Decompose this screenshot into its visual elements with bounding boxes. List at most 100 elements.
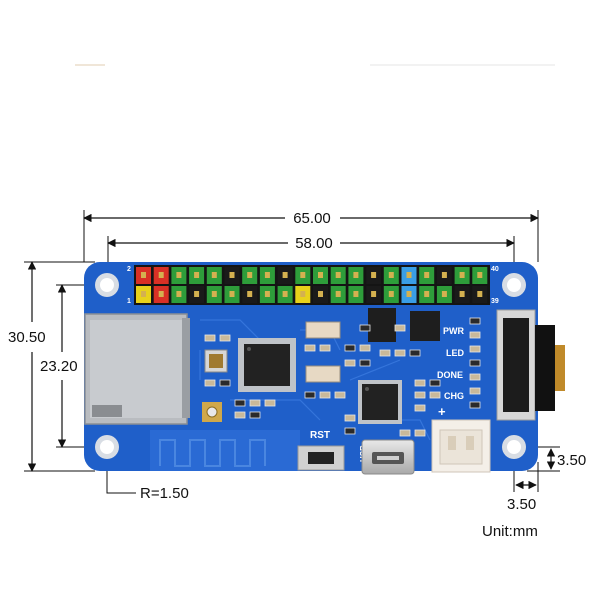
pwr-label: PWR bbox=[443, 326, 464, 336]
bottom-pin-8-contact bbox=[264, 291, 270, 297]
pcb-antenna-area bbox=[150, 430, 300, 471]
smd-component-3 bbox=[359, 344, 371, 352]
smd-component-4 bbox=[359, 359, 371, 367]
smd-component-21 bbox=[414, 391, 426, 399]
usb-controller-chip bbox=[358, 380, 402, 424]
pin-label-40: 40 bbox=[491, 266, 499, 273]
mcu-chip bbox=[238, 338, 296, 392]
smd-component-31 bbox=[219, 379, 231, 387]
top-pin-16-contact bbox=[406, 272, 412, 278]
smd-component-29 bbox=[264, 399, 276, 407]
battery-connector[interactable] bbox=[431, 419, 491, 473]
small-chip-1 bbox=[368, 308, 396, 342]
bottom-pin-13-contact bbox=[353, 291, 359, 297]
small-chip-2 bbox=[410, 311, 440, 341]
smd-component-28 bbox=[249, 411, 261, 419]
top-pin-5-contact bbox=[211, 272, 217, 278]
smd-component-7 bbox=[409, 349, 421, 357]
smd-component-16 bbox=[469, 359, 481, 367]
top-pin-3-contact bbox=[176, 272, 182, 278]
top-faint-line-right bbox=[370, 64, 555, 66]
smd-component-17 bbox=[469, 373, 481, 381]
smd-component-33 bbox=[219, 334, 231, 342]
gpio-pins-bottom-row bbox=[136, 286, 488, 303]
smd-passives bbox=[204, 317, 481, 437]
smd-component-6 bbox=[394, 349, 406, 357]
smd-component-11 bbox=[319, 391, 331, 399]
smd-component-5 bbox=[379, 349, 391, 357]
pin-label-1: 1 bbox=[127, 298, 131, 305]
top-pin-19-contact bbox=[459, 272, 465, 278]
smd-component-22 bbox=[429, 379, 441, 387]
bottom-pin-2-contact bbox=[158, 291, 164, 297]
smd-component-18 bbox=[469, 387, 481, 395]
top-pin-14-contact bbox=[371, 272, 377, 278]
bottom-pin-18-contact bbox=[441, 291, 447, 297]
dim-corner-radius-leader bbox=[106, 462, 136, 494]
fpc-connector bbox=[496, 309, 565, 421]
crystal-inner bbox=[209, 354, 223, 368]
top-pin-2-contact bbox=[158, 272, 164, 278]
bottom-pin-20-contact bbox=[477, 291, 483, 297]
smd-component-15 bbox=[469, 345, 481, 353]
pcb-antenna-trace bbox=[159, 439, 266, 467]
smd-component-35 bbox=[394, 324, 406, 332]
smd-component-32 bbox=[204, 334, 216, 342]
bottom-pin-16-contact bbox=[406, 291, 412, 297]
dim-total-height-label: 30.50 bbox=[8, 329, 46, 346]
gpio-header-base bbox=[134, 265, 490, 305]
top-pin-17-contact bbox=[424, 272, 430, 278]
mount-hole-bottom-left bbox=[95, 435, 119, 459]
bottom-pin-4-contact bbox=[194, 291, 200, 297]
top-pin-8-contact bbox=[264, 272, 270, 278]
bottom-pin-12-contact bbox=[335, 291, 341, 297]
dim-corner-radius-label: R=1.50 bbox=[140, 485, 189, 502]
pin-label-2: 2 bbox=[127, 266, 131, 273]
bottom-pin-17-contact bbox=[424, 291, 430, 297]
top-pin-4-contact bbox=[194, 272, 200, 278]
bottom-pin-10-contact bbox=[300, 291, 306, 297]
small-chip-4 bbox=[305, 365, 341, 383]
top-pin-20-contact bbox=[477, 272, 483, 278]
top-pin-9-contact bbox=[282, 272, 288, 278]
smd-component-1 bbox=[344, 344, 356, 352]
unit-label: Unit:mm bbox=[482, 523, 538, 540]
bottom-pin-9-contact bbox=[282, 291, 288, 297]
small-chip-3 bbox=[305, 321, 341, 339]
led-label: LED bbox=[446, 348, 465, 358]
rst-button[interactable] bbox=[297, 445, 345, 471]
bottom-pin-5-contact bbox=[211, 291, 217, 297]
sd-card-slot bbox=[84, 313, 190, 425]
bottom-pin-15-contact bbox=[388, 291, 394, 297]
top-pin-7-contact bbox=[247, 272, 253, 278]
top-pin-15-contact bbox=[388, 272, 394, 278]
top-pin-11-contact bbox=[318, 272, 323, 278]
smd-component-36 bbox=[344, 414, 356, 422]
bottom-pin-7-contact bbox=[247, 291, 253, 297]
top-pin-6-contact bbox=[229, 272, 235, 278]
chg-label: CHG bbox=[444, 391, 464, 401]
bottom-pin-14-contact bbox=[371, 291, 377, 297]
top-faint-line-left bbox=[75, 64, 105, 66]
dim-hole-height-label: 23.20 bbox=[40, 358, 78, 375]
smd-component-25 bbox=[234, 399, 246, 407]
smd-component-19 bbox=[469, 401, 481, 409]
top-pin-10-contact bbox=[300, 272, 306, 278]
smd-component-23 bbox=[429, 391, 441, 399]
smd-component-37 bbox=[344, 427, 356, 435]
smd-component-13 bbox=[469, 317, 481, 325]
dim-offset-bottom-label: 3.50 bbox=[557, 452, 586, 469]
smd-component-20 bbox=[414, 379, 426, 387]
dim-hole-width-label: 58.00 bbox=[295, 235, 333, 252]
bottom-pin-3-contact bbox=[176, 291, 182, 297]
bottom-pin-19-contact bbox=[459, 291, 465, 297]
smd-component-30 bbox=[204, 379, 216, 387]
mount-hole-top-left bbox=[95, 273, 119, 297]
mount-hole-top-right bbox=[502, 273, 526, 297]
rst-label: RST bbox=[310, 430, 330, 441]
smd-component-8 bbox=[304, 344, 316, 352]
gpio-pins-top-row bbox=[136, 267, 488, 284]
bottom-pin-6-contact bbox=[229, 291, 235, 297]
micro-usb-port[interactable] bbox=[361, 439, 415, 475]
